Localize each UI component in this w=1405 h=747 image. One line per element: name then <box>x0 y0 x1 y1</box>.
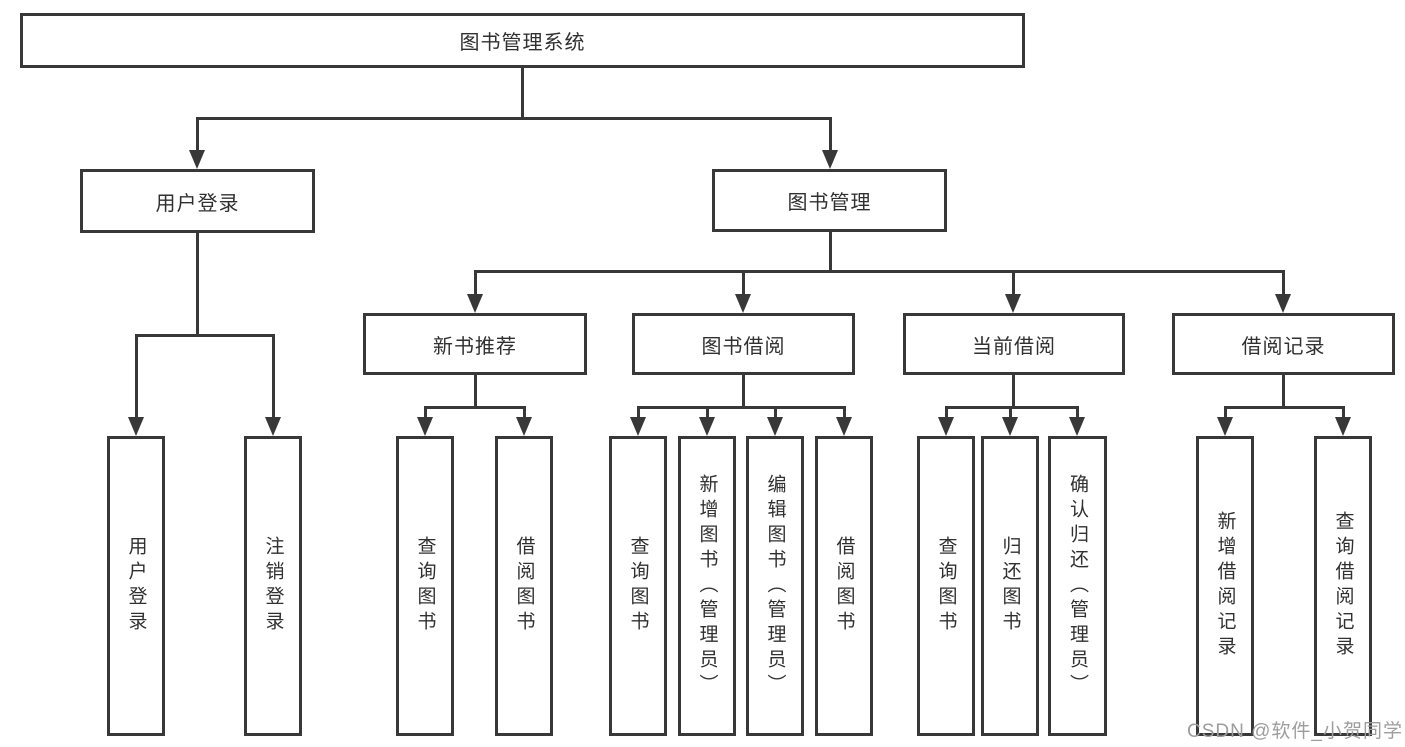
connector-user-login-bar <box>135 334 275 337</box>
connector-new-book-stem <box>474 375 477 408</box>
leaf-return-book: 归还图书 <box>981 436 1039 736</box>
connector-current-stem <box>1012 375 1015 408</box>
connector-level3-bar <box>474 270 1285 273</box>
arrowhead-current-borrow <box>1005 294 1021 313</box>
connector-book-borrow-bar <box>637 406 846 409</box>
connector-records-stem <box>1282 375 1285 408</box>
csdn-watermark: CSDN @软件_小贺同学 <box>1187 721 1403 742</box>
arrowhead-leaf-logout <box>265 417 281 436</box>
connector-records-bar <box>1224 406 1345 409</box>
connector-to-book-borrow <box>742 270 745 296</box>
arrowhead-leaf-add-record <box>1217 417 1233 436</box>
connector-to-leaf-query3 <box>945 406 948 419</box>
arrowhead-leaf-user-login <box>128 417 144 436</box>
node-current-borrow: 当前借阅 <box>903 313 1125 375</box>
connector-user-login-stem <box>196 233 199 337</box>
connector-current-bar <box>945 406 1079 409</box>
connector-to-leaf-add-book <box>706 406 709 419</box>
arrowhead-leaf-edit-book <box>767 417 783 436</box>
leaf-query-book-recommend: 查询图书 <box>396 436 454 736</box>
connector-to-leaf-query-record <box>1342 406 1345 419</box>
node-borrow-records: 借阅记录 <box>1172 313 1395 375</box>
connector-to-leaf-query1 <box>424 406 427 419</box>
leaf-borrow-book-recommend: 借阅图书 <box>495 436 553 736</box>
arrowhead-borrow-records <box>1275 294 1291 313</box>
arrowhead-leaf-query1 <box>417 417 433 436</box>
connector-to-leaf-add-record <box>1224 406 1227 419</box>
leaf-user-login: 用户登录 <box>107 436 165 736</box>
leaf-query-borrow-record: 查询借阅记录 <box>1314 436 1372 736</box>
leaf-query-book-current: 查询图书 <box>917 436 975 736</box>
node-book-management: 图书管理 <box>712 169 947 232</box>
arrowhead-leaf-return <box>1002 417 1018 436</box>
connector-to-new-book <box>474 270 477 296</box>
connector-book-borrow-stem <box>742 375 745 408</box>
node-user-login: 用户登录 <box>80 169 315 233</box>
connector-to-user-login <box>196 117 199 152</box>
arrowhead-leaf-confirm <box>1069 417 1085 436</box>
arrowhead-book-borrow <box>735 294 751 313</box>
arrowhead-leaf-borrow1 <box>516 417 532 436</box>
leaf-borrow-book: 借阅图书 <box>815 436 873 736</box>
leaf-edit-book-admin: 编辑图书（管理员） <box>746 436 804 736</box>
connector-to-leaf-query2 <box>637 406 640 419</box>
arrowhead-book-mgmt <box>822 150 838 169</box>
connector-to-leaf-return <box>1009 406 1012 419</box>
connector-to-borrow-records <box>1282 270 1285 296</box>
connector-book-mgmt-stem <box>829 232 832 273</box>
arrowhead-leaf-query-record <box>1335 417 1351 436</box>
connector-to-leaf-user-login <box>135 334 138 418</box>
arrowhead-leaf-add-book <box>699 417 715 436</box>
connector-to-leaf-confirm <box>1076 406 1079 419</box>
leaf-confirm-return-admin: 确认归还（管理员） <box>1048 436 1107 736</box>
connector-new-book-bar <box>424 406 526 409</box>
arrowhead-leaf-query2 <box>630 417 646 436</box>
connector-to-leaf-borrow1 <box>523 406 526 419</box>
node-book-borrow: 图书借阅 <box>632 313 855 375</box>
connector-to-book-mgmt <box>829 117 832 152</box>
connector-to-leaf-edit-book <box>774 406 777 419</box>
connector-to-leaf-logout <box>272 334 275 418</box>
node-root: 图书管理系统 <box>20 13 1025 68</box>
leaf-add-borrow-record: 新增借阅记录 <box>1196 436 1254 736</box>
connector-root-stem <box>521 68 524 118</box>
leaf-logout: 注销登录 <box>244 436 302 736</box>
connector-level2-bar <box>196 117 832 120</box>
node-new-book-recommend: 新书推荐 <box>363 313 587 375</box>
arrowhead-user-login <box>189 150 205 169</box>
leaf-add-book-admin: 新增图书（管理员） <box>678 436 736 736</box>
arrowhead-leaf-query3 <box>938 417 954 436</box>
connector-to-current-borrow <box>1012 270 1015 296</box>
arrowhead-new-book <box>467 294 483 313</box>
leaf-query-book-borrow: 查询图书 <box>609 436 667 736</box>
connector-to-leaf-borrow2 <box>843 406 846 419</box>
arrowhead-leaf-borrow2 <box>836 417 852 436</box>
